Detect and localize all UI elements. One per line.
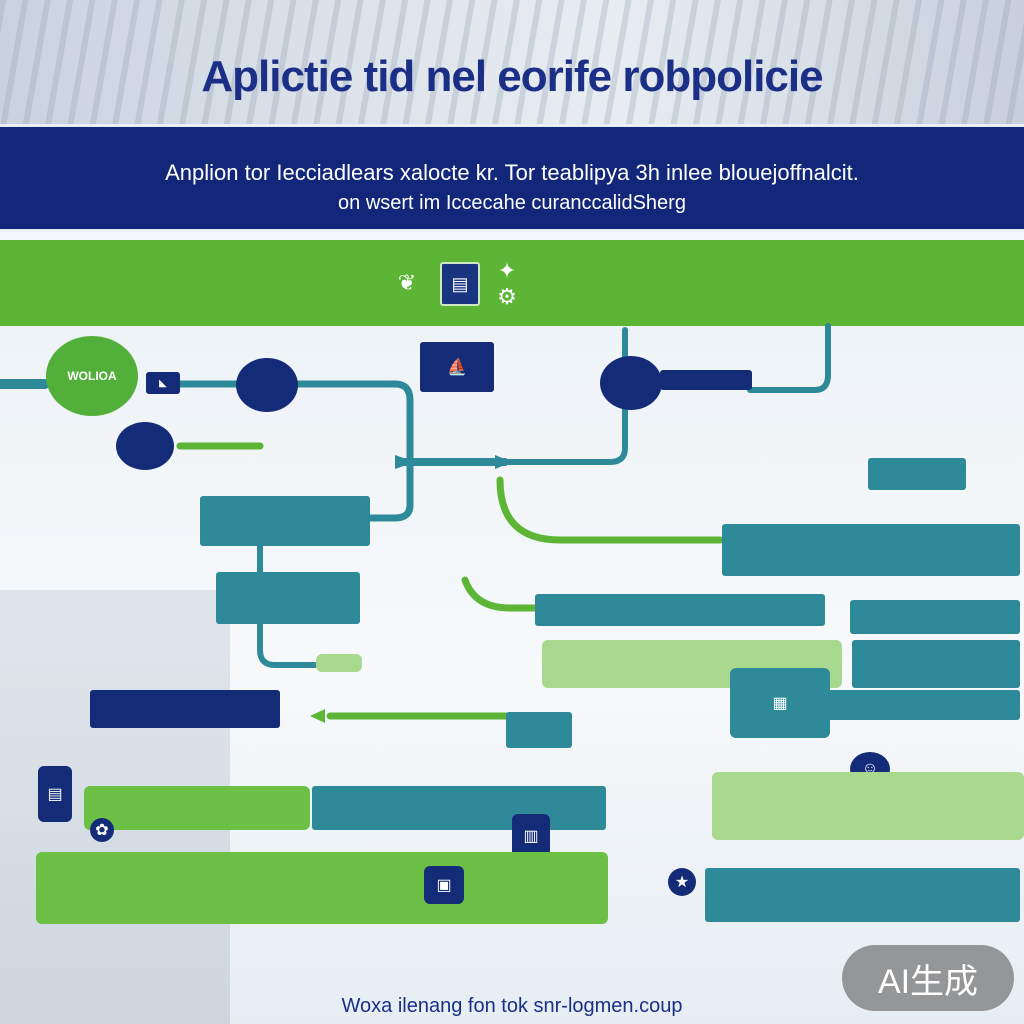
info-box-right-top: [868, 458, 966, 490]
document-icon: ▤: [440, 262, 480, 306]
info-box-12: [312, 786, 606, 830]
leaf-icon-small: ✿: [90, 818, 114, 842]
process-node-top: ⛵: [420, 342, 494, 392]
info-box-9: [506, 712, 572, 748]
leaf-icon: ❦: [397, 270, 417, 295]
info-box-4: [535, 594, 825, 626]
document-icon-left: ▤: [38, 766, 72, 822]
star-icon: ★: [668, 868, 696, 896]
process-node-2: [600, 356, 662, 410]
gear-icon: ⚙: [497, 284, 517, 309]
process-node-2-label: [660, 370, 752, 390]
header-background: [0, 0, 1024, 125]
header-background-texture: [0, 0, 1024, 125]
chart-icon-small: ▥: [512, 814, 550, 858]
info-box-3: [216, 572, 360, 624]
monitor-icon-small: ▣: [424, 866, 464, 904]
subtitle-line-1: Anplion tor Iecciadlears xalocte kr. Tor…: [165, 160, 859, 185]
small-connector-box: [316, 654, 362, 672]
info-box-13: [36, 852, 608, 924]
info-box-5: [850, 600, 1020, 634]
footer-text: Woxa ilenang fon tok snr-logmen.coup: [341, 995, 683, 1017]
start-node: WOLIOA: [46, 336, 138, 416]
green-info-band: [0, 240, 1024, 326]
process-node-4: [90, 690, 280, 728]
page-title: Aplictie tid nel eorife robpolicie: [201, 52, 823, 101]
info-box-10: [712, 772, 1024, 840]
info-box-8: [820, 690, 1020, 720]
info-box-11: [84, 786, 310, 830]
bird-icon: ⛵: [447, 359, 467, 376]
ai-generated-badge: AI生成: [842, 945, 1014, 1011]
subtitle-band: [0, 124, 1024, 232]
subtitle-line-2: on wsert im Iccecahe curanccalidSherg: [338, 192, 686, 214]
process-node-3: [116, 422, 174, 470]
monitor-icon: ▦: [730, 668, 830, 738]
info-box-7: [852, 640, 1020, 688]
arrow-marker-icon: ◣: [146, 372, 180, 394]
process-node-1: [236, 358, 298, 412]
info-box-2: [722, 524, 1020, 576]
info-box-14: [705, 868, 1020, 922]
info-box-1: [200, 496, 370, 546]
chart-icon: ✦: [497, 258, 517, 283]
